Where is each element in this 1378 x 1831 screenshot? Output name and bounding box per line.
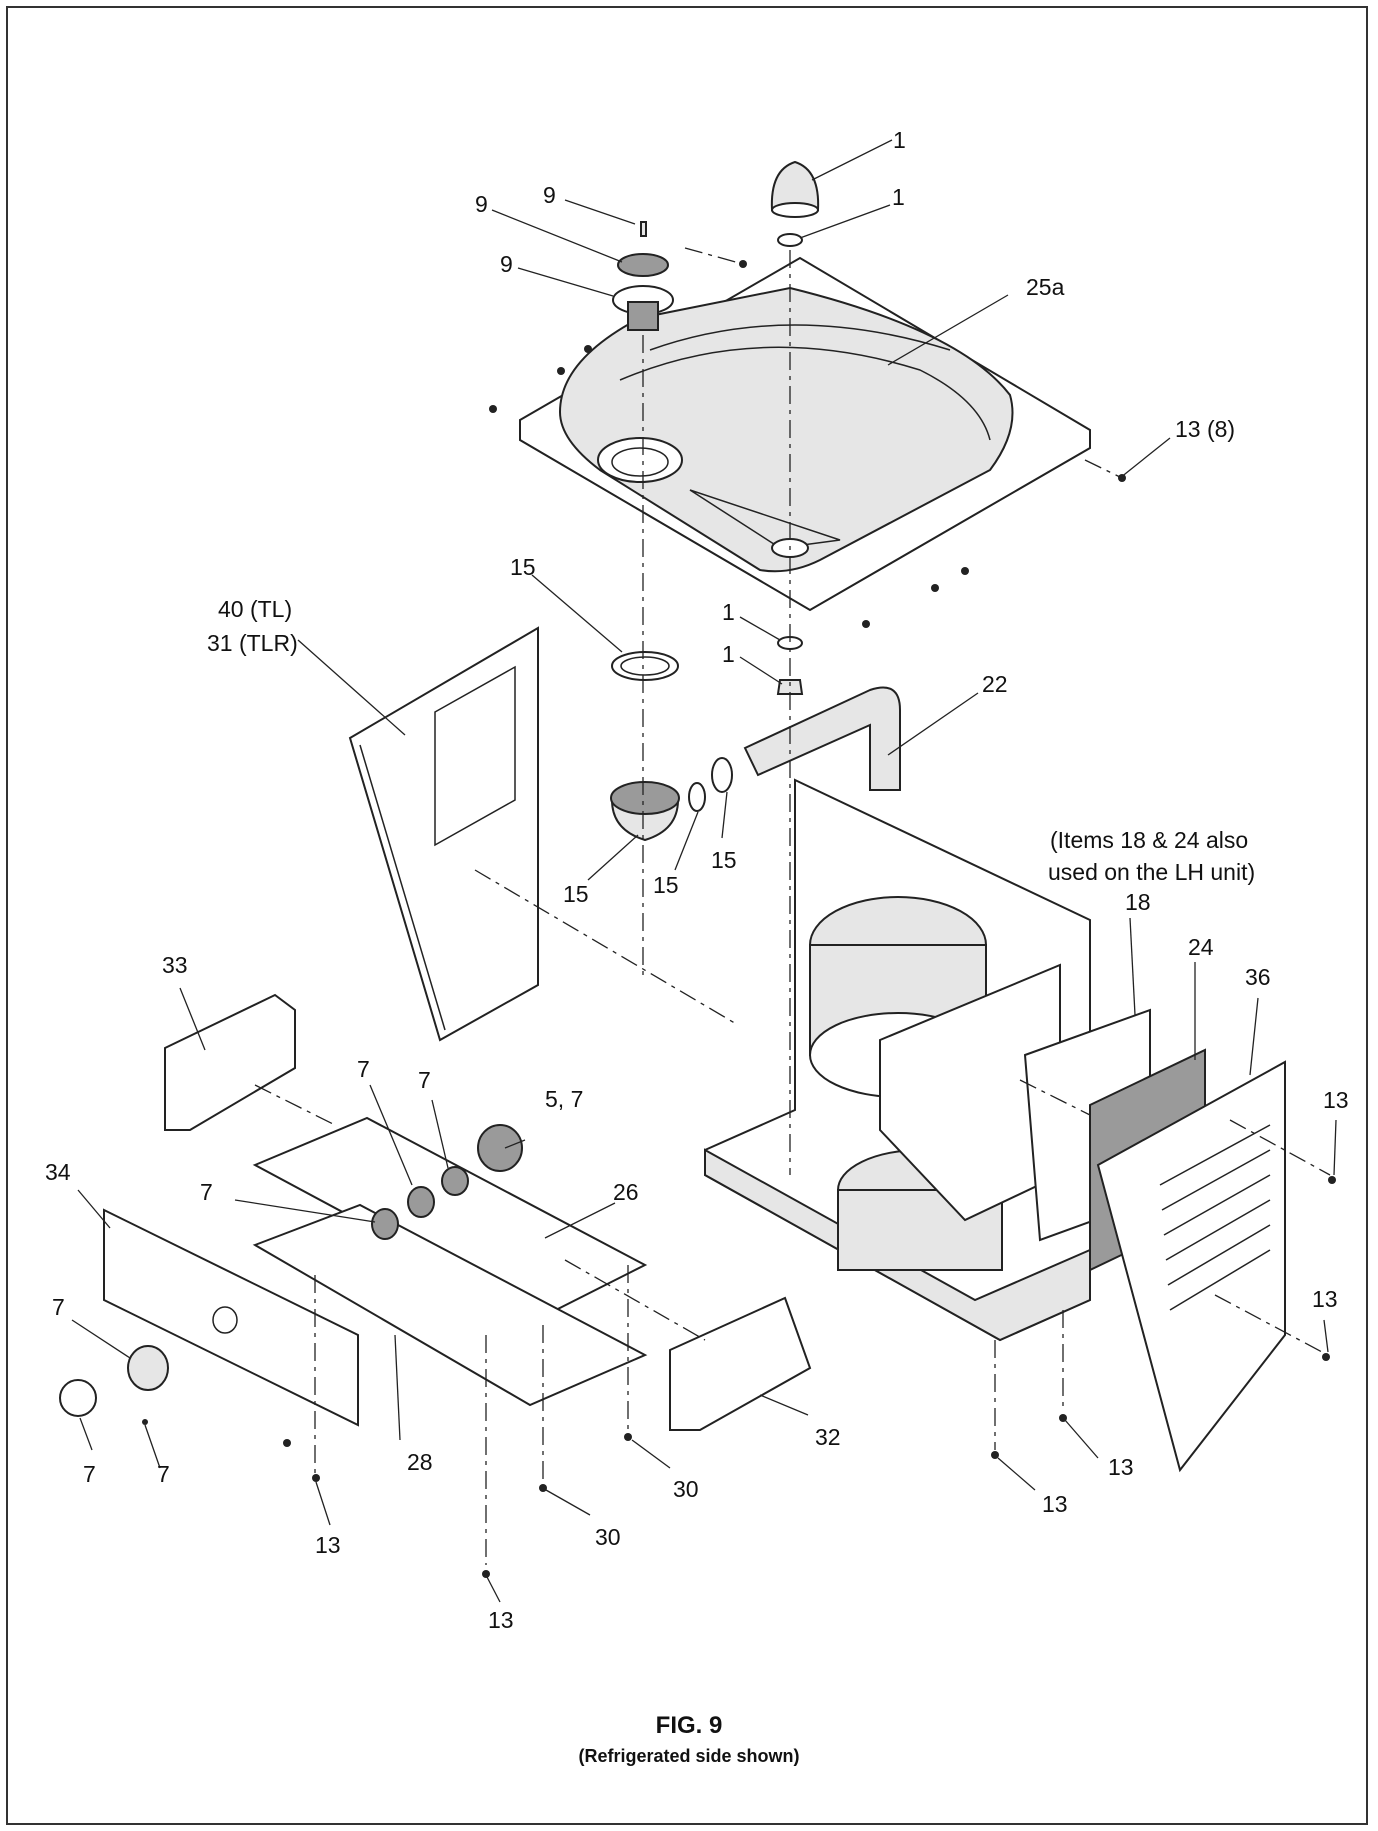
callout-5-7: 5, 7 [545, 1086, 583, 1112]
bubbler-cap-part [770, 160, 820, 247]
drain-pipe-part [743, 686, 901, 791]
callout-15: 15 [711, 847, 737, 873]
pushbutton-parts [59, 1124, 523, 1417]
callout-36: 36 [1245, 964, 1271, 990]
figure-title: FIG. 9 [655, 1712, 723, 1739]
callout-40: 40 (TL) [218, 596, 292, 622]
note-line-2: used on the LH unit) [1048, 859, 1255, 885]
sink-basin-part [519, 256, 1091, 612]
note-line-1: (Items 18 & 24 also [1050, 827, 1248, 853]
callout-33: 33 [162, 952, 188, 978]
callout-13: 13 (8) [1175, 416, 1235, 442]
callout-30: 30 [595, 1524, 621, 1550]
leader-lines [71, 139, 1337, 1603]
bracket-left-part [164, 993, 296, 1131]
fittings-part [610, 636, 804, 842]
bracket-right-part [669, 1296, 812, 1431]
callout-1: 1 [722, 599, 735, 625]
callout-15: 15 [563, 881, 589, 907]
callout-1: 1 [722, 641, 735, 667]
callout-13: 13 [488, 1607, 514, 1633]
callout-25a: 25a [1026, 274, 1065, 300]
callout-1: 1 [892, 184, 905, 210]
callout-13: 13 [1312, 1286, 1338, 1312]
callout-7: 7 [418, 1067, 431, 1093]
callout-9: 9 [475, 191, 488, 217]
front-panel-part [103, 1208, 359, 1427]
callout-1: 1 [893, 127, 906, 153]
callout-26: 26 [613, 1179, 639, 1205]
callout-9: 9 [500, 251, 513, 277]
callout-28: 28 [407, 1449, 433, 1475]
condensing-unit-part [704, 778, 1091, 1342]
callout-7: 7 [357, 1056, 370, 1082]
callout-13: 13 [1042, 1491, 1068, 1517]
callout-13: 13 [1108, 1454, 1134, 1480]
callout-labels: 1 1 9 9 9 25a 13 (8) 15 40 (TL) 31 (TLR)… [45, 127, 1349, 1633]
louver-panel-part [1096, 1060, 1286, 1473]
callout-7: 7 [83, 1461, 96, 1487]
assembly-lines [254, 247, 1331, 1565]
callout-15: 15 [510, 554, 536, 580]
callout-22: 22 [982, 671, 1008, 697]
callout-7: 7 [200, 1179, 213, 1205]
callout-15: 15 [653, 872, 679, 898]
callout-13: 13 [1323, 1087, 1349, 1113]
side-panel-part [348, 626, 539, 1042]
drawing-border [6, 6, 1368, 1825]
figure-subtitle: (Refrigerated side shown) [578, 1746, 800, 1766]
callout-13: 13 [315, 1532, 341, 1558]
callout-9: 9 [543, 182, 556, 208]
callout-7: 7 [157, 1461, 170, 1487]
strainer-part [612, 221, 674, 331]
callout-31: 31 (TLR) [207, 630, 298, 656]
callout-18: 18 [1125, 889, 1151, 915]
callout-32: 32 [815, 1424, 841, 1450]
callout-34: 34 [45, 1159, 71, 1185]
callout-7: 7 [52, 1294, 65, 1320]
drip-tray-part [252, 1203, 648, 1407]
callout-24: 24 [1188, 934, 1214, 960]
callout-30: 30 [673, 1476, 699, 1502]
